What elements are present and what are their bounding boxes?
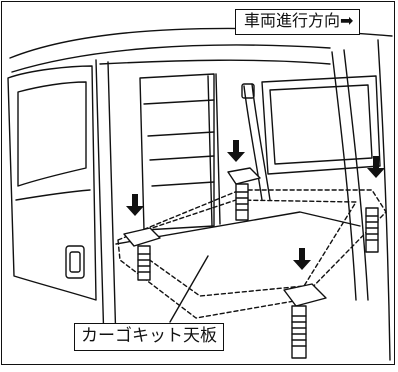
rear-pillar-inner [343,49,369,301]
shelf-line-1 [143,99,215,105]
leg-front-right-plate [283,283,327,307]
leg-front-right-post [291,305,307,359]
leg-rear-center-post [235,183,249,221]
door-opening-frame [95,59,105,345]
door-seal-top [99,59,331,65]
door-lower-crease [15,189,91,201]
door-panel-outline [7,65,97,301]
door-opening-frame-inner [107,61,117,345]
leg-rear-center-thread [235,191,249,211]
roof-inner-line [11,44,331,73]
shelf-line-2 [147,131,215,137]
vehicle-direction-label: 車両進行方向➡ [235,9,361,35]
down-arrow-icon [293,248,311,270]
seat-belt-anchor [241,83,255,99]
door-handle [65,245,85,279]
top-board-outline [117,189,387,319]
side-window [261,75,381,175]
leg-rear-right-post [365,207,379,253]
rear-partition [139,73,215,231]
cargo-kit-top-board-label: カーゴキット天板 [74,323,224,351]
leg-rear-right-thread [365,215,379,241]
leg-front-left-plate [123,227,161,247]
top-board-inner-edge [139,199,357,297]
leg-front-left-thread [137,253,151,273]
shelf-line-4 [151,181,215,187]
right-body-edge [377,39,391,361]
figure-frame [1,1,395,365]
down-arrow-icon [126,194,144,216]
leg-front-right-thread [291,315,307,347]
door-window [17,81,87,187]
leader-line [169,255,209,323]
shelf-line-3 [149,155,215,161]
floor-front-edge [115,211,361,245]
side-window-inner [269,84,373,165]
door-handle-inner [69,251,81,273]
seat-belt [243,85,263,201]
down-arrow-icon [227,140,245,162]
leg-rear-center-plate [227,167,261,185]
down-arrow-icon [367,156,385,178]
